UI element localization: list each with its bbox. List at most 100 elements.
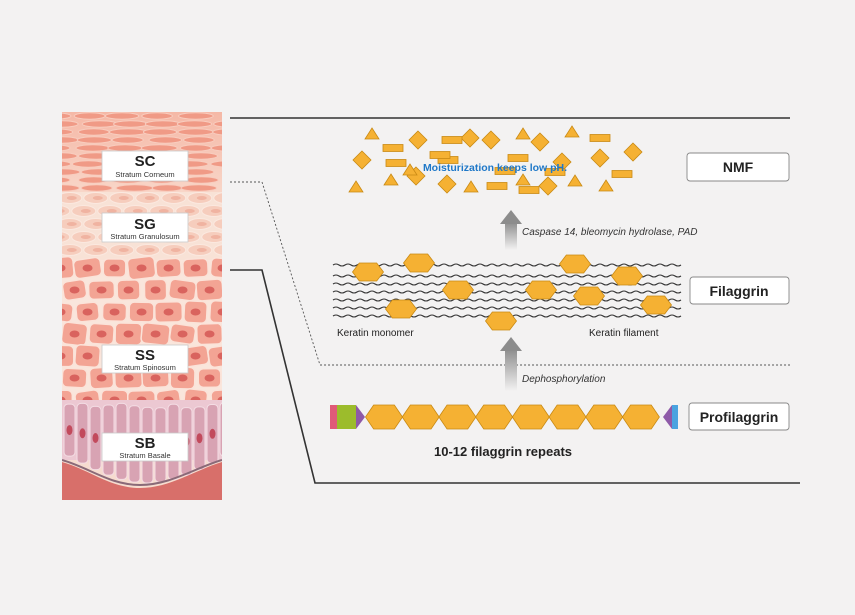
filaggrin-box: Filaggrin [689, 276, 790, 305]
corneocyte [108, 128, 148, 136]
cell-nucleus [106, 209, 117, 213]
hexagon-icon [548, 404, 587, 430]
keratin-filament-label: Keratin filament [589, 328, 659, 339]
diamond-icon [352, 150, 372, 170]
cell-nucleus [190, 308, 201, 316]
filaggrin-label: Filaggrin [709, 283, 768, 299]
diamond-icon [460, 128, 480, 148]
corneocyte [80, 184, 113, 192]
cell-nucleus [223, 248, 233, 252]
corneocyte [62, 112, 72, 120]
cell-nucleus [118, 248, 129, 252]
keratin-strand [332, 298, 682, 302]
hexagon-icon [639, 295, 673, 315]
spinous-cell [209, 257, 222, 279]
cell-nucleus [210, 209, 221, 213]
cell-nucleus [190, 264, 201, 272]
cell-nucleus [163, 264, 174, 272]
cell-nucleus [66, 425, 73, 436]
triangle-icon [598, 179, 614, 192]
triangle-icon [348, 180, 364, 193]
corneocyte [141, 112, 173, 120]
corneocyte [104, 112, 140, 120]
triangle-icon [383, 173, 399, 186]
hexagon-icon [484, 311, 518, 331]
cell-nucleus [184, 209, 195, 213]
layer-label-sc: SC Stratum Corneum [101, 150, 189, 182]
corneocyte [142, 128, 178, 136]
cell-nucleus [150, 330, 161, 338]
cell-nucleus [62, 308, 66, 316]
hexagon-icon [475, 404, 514, 430]
cell-nucleus [223, 196, 233, 200]
cell-nucleus [96, 286, 107, 294]
dephosphorylation-text: Dephosphorylation [522, 374, 606, 385]
triangle-icon [364, 127, 380, 140]
corneocyte [183, 152, 219, 160]
cell-nucleus [217, 352, 222, 360]
bar-molecule [518, 186, 540, 194]
cell-nucleus [92, 248, 103, 252]
cell-nucleus [196, 196, 207, 200]
cell-nucleus [144, 248, 155, 252]
spinous-cell [62, 344, 75, 368]
cell-nucleus [163, 308, 174, 316]
cell-nucleus [123, 374, 134, 382]
hexagon-icon [351, 262, 385, 282]
cell-nucleus [62, 209, 65, 213]
cell-nucleus [150, 374, 161, 382]
cell-nucleus [204, 286, 215, 294]
cell-nucleus [82, 352, 93, 360]
layer-label-sg: SG Stratum Granulosum [101, 212, 189, 243]
corneocyte [151, 184, 183, 192]
keratin-strand [332, 263, 682, 267]
keratin-monomer-label: Keratin monomer [337, 328, 414, 339]
repeats-label: 10-12 filaggrin repeats [434, 444, 572, 459]
hexagon-icon [610, 266, 644, 286]
cell-nucleus [62, 235, 65, 239]
cell-nucleus [177, 286, 188, 294]
c-terminal-domain [672, 405, 678, 429]
cell-nucleus [92, 196, 103, 200]
cell-nucleus [190, 352, 201, 360]
cell-nucleus [118, 196, 129, 200]
corneocyte [62, 136, 80, 144]
n-terminal-linker [356, 405, 365, 429]
corneocyte [177, 128, 214, 136]
corneocyte [183, 136, 215, 144]
corneocyte [62, 128, 74, 136]
corneocyte [62, 152, 78, 160]
profilaggrin-box: Profilaggrin [688, 402, 790, 431]
corneocyte [107, 144, 144, 152]
bar-molecule [382, 144, 404, 152]
corneocyte [62, 168, 81, 176]
spinous-cell [207, 343, 222, 369]
layer-label-ss: SS Stratum Spinosum [101, 344, 189, 374]
corneocyte [212, 128, 222, 136]
bar-molecule [441, 136, 463, 144]
cell-nucleus [170, 196, 181, 200]
cell-nucleus [109, 264, 120, 272]
cell-nucleus [150, 286, 161, 294]
cell-nucleus [69, 286, 80, 294]
layer-abbr-ss: SS [135, 347, 155, 364]
granular-cell [213, 244, 222, 256]
nmf-box: NMF [686, 152, 790, 182]
cell-nucleus [217, 308, 222, 316]
bar-molecule [507, 154, 529, 162]
layer-abbr-sg: SG [134, 216, 156, 233]
nmf-molecules [348, 125, 643, 196]
cell-nucleus [80, 235, 91, 239]
hexagon-icon [511, 404, 550, 430]
layer-name-sc: Stratum Corneum [115, 170, 174, 179]
triangle-icon [567, 174, 583, 187]
cell-nucleus [177, 374, 188, 382]
profilaggrin-label: Profilaggrin [700, 409, 779, 425]
bar-molecule [544, 168, 566, 176]
diamond-icon [623, 142, 643, 162]
arrow-up-icon [500, 210, 522, 250]
triangle-icon [463, 180, 479, 193]
corneocyte [113, 120, 149, 128]
cell-nucleus [123, 330, 134, 338]
